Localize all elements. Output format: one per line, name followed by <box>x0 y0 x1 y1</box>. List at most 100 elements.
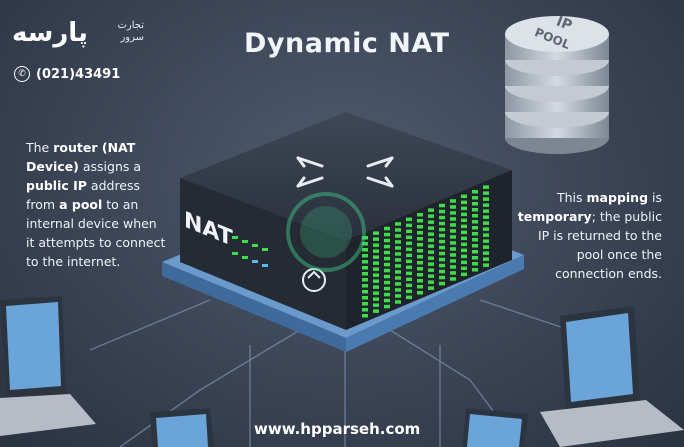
led-dot <box>472 256 478 260</box>
led-dot <box>384 280 390 285</box>
led-dot <box>406 259 412 264</box>
led-dot <box>450 247 456 251</box>
led-dot <box>483 209 489 213</box>
led-dot <box>384 304 390 309</box>
led-dot <box>417 213 423 217</box>
led-dot <box>362 242 368 246</box>
led-dot <box>483 257 489 261</box>
watermark-logo <box>286 192 366 272</box>
led-dot <box>373 255 379 259</box>
led-dot <box>439 215 445 220</box>
led-dot <box>461 206 467 211</box>
led-dot <box>461 194 467 199</box>
led-dot <box>461 224 467 229</box>
led-dot <box>417 279 423 283</box>
led-dot <box>384 286 390 291</box>
led-dot <box>395 288 401 292</box>
led-dot <box>362 260 368 264</box>
led-dot <box>483 215 489 219</box>
led-dot <box>395 258 401 262</box>
website-url: www.hpparseh.com <box>254 420 421 438</box>
led-dot <box>450 277 456 281</box>
ip-pool-database <box>505 16 609 154</box>
led-dot <box>406 217 412 222</box>
led-dot <box>483 239 489 243</box>
left-desc-bold-2: public IP <box>26 178 87 193</box>
led-dot <box>450 211 456 215</box>
nat-router <box>180 112 512 330</box>
led-dot <box>362 302 368 306</box>
logo-wordmark: پارسه <box>12 18 89 48</box>
led-dot <box>428 214 434 218</box>
led-dot <box>384 268 390 273</box>
led-dot <box>472 238 478 242</box>
led-dot <box>362 266 368 270</box>
led-dot <box>483 233 489 237</box>
led-dot <box>362 248 368 252</box>
led-dot <box>483 221 489 225</box>
laptop-right <box>540 306 684 447</box>
led-dot <box>373 273 379 277</box>
led-dot <box>483 191 489 195</box>
led-dot <box>428 256 434 260</box>
right-desc-text-2: is <box>648 190 662 205</box>
logo-subtitle-line-2: سرور <box>120 32 144 43</box>
led-dot <box>439 263 445 268</box>
led-dot <box>417 231 423 235</box>
led-dot <box>450 217 456 221</box>
led-dot <box>406 247 412 252</box>
led-dot <box>395 228 401 232</box>
led-dot <box>483 263 489 267</box>
logo-subtitle: تجارت سرور <box>104 20 144 44</box>
led-dot <box>373 237 379 241</box>
left-description: The router (NAT Device) assigns a public… <box>26 138 168 271</box>
led-dot <box>395 300 401 304</box>
led-dot <box>384 232 390 237</box>
led-dot <box>384 238 390 243</box>
laptop-bottom-left <box>150 408 214 447</box>
laptop-bottom-right <box>462 408 528 447</box>
led-dot <box>362 254 368 258</box>
led-dot <box>384 298 390 303</box>
led-dot <box>384 292 390 297</box>
led-dot <box>439 221 445 226</box>
led-dot <box>373 261 379 265</box>
led-dot <box>450 259 456 263</box>
led-dot <box>439 233 445 238</box>
led-dot <box>461 218 467 223</box>
led-dot <box>439 203 445 208</box>
left-desc-bold-3: a pool <box>59 197 103 212</box>
led-dot <box>450 205 456 209</box>
led-dot <box>406 271 412 276</box>
led-dot <box>450 235 456 239</box>
led-dot <box>362 290 368 294</box>
recycle-icon <box>302 268 326 292</box>
led-dot <box>439 269 445 274</box>
led-dot <box>428 220 434 224</box>
led-dot <box>450 271 456 275</box>
left-desc-text-1: The <box>26 140 54 155</box>
led-dot <box>384 262 390 267</box>
led-dot <box>439 239 445 244</box>
led-dot <box>461 260 467 265</box>
led-dot <box>406 253 412 258</box>
led-dot <box>450 229 456 233</box>
led-dot <box>384 250 390 255</box>
phone-icon: ✆ <box>14 66 30 82</box>
led-dot <box>395 294 401 298</box>
led-dot <box>472 208 478 212</box>
led-dot <box>439 251 445 256</box>
right-desc-bold-1: mapping <box>586 190 649 205</box>
led-dot <box>395 276 401 280</box>
led-dot <box>384 274 390 279</box>
led-dot <box>461 254 467 259</box>
led-dot <box>472 202 478 206</box>
led-dot <box>362 236 368 240</box>
led-dot <box>428 262 434 266</box>
led-dot <box>417 261 423 265</box>
right-desc-text-1: This <box>557 190 587 205</box>
right-desc-bold-2: temporary <box>517 209 592 224</box>
led-dot <box>483 203 489 207</box>
led-dot <box>472 268 478 272</box>
